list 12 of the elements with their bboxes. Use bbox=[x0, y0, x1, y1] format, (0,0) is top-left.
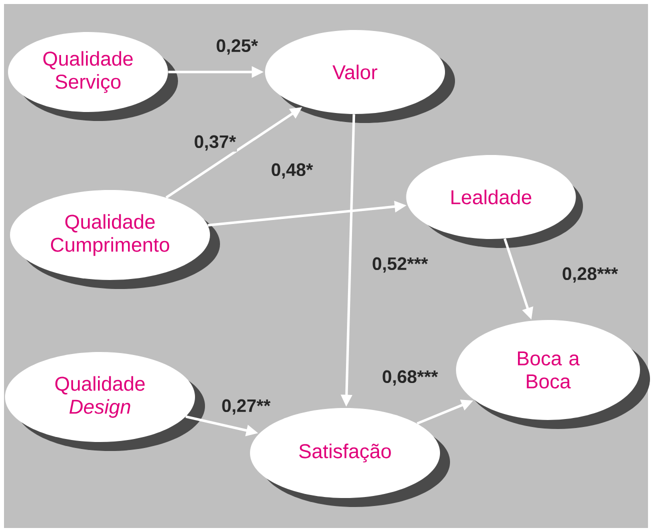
edge-label: 0,37* bbox=[192, 134, 238, 152]
ellipse-node: Valor bbox=[265, 30, 455, 123]
edge-label: 0,68*** bbox=[380, 369, 440, 387]
edge-label: 0,28*** bbox=[560, 266, 620, 284]
ellipse-node: Boca a Boca bbox=[456, 320, 650, 429]
ellipse-node: Qualidade Serviço bbox=[8, 32, 178, 121]
edge-label: 0,25* bbox=[214, 38, 260, 56]
ellipse-node: Lealdade bbox=[406, 155, 583, 248]
edge-label: 0,52*** bbox=[370, 256, 430, 274]
ellipse-node: Qualidade Design bbox=[5, 352, 205, 451]
ellipse-node: Qualidade Cumprimento bbox=[10, 190, 220, 289]
edge-label: 0,48* bbox=[270, 162, 314, 180]
